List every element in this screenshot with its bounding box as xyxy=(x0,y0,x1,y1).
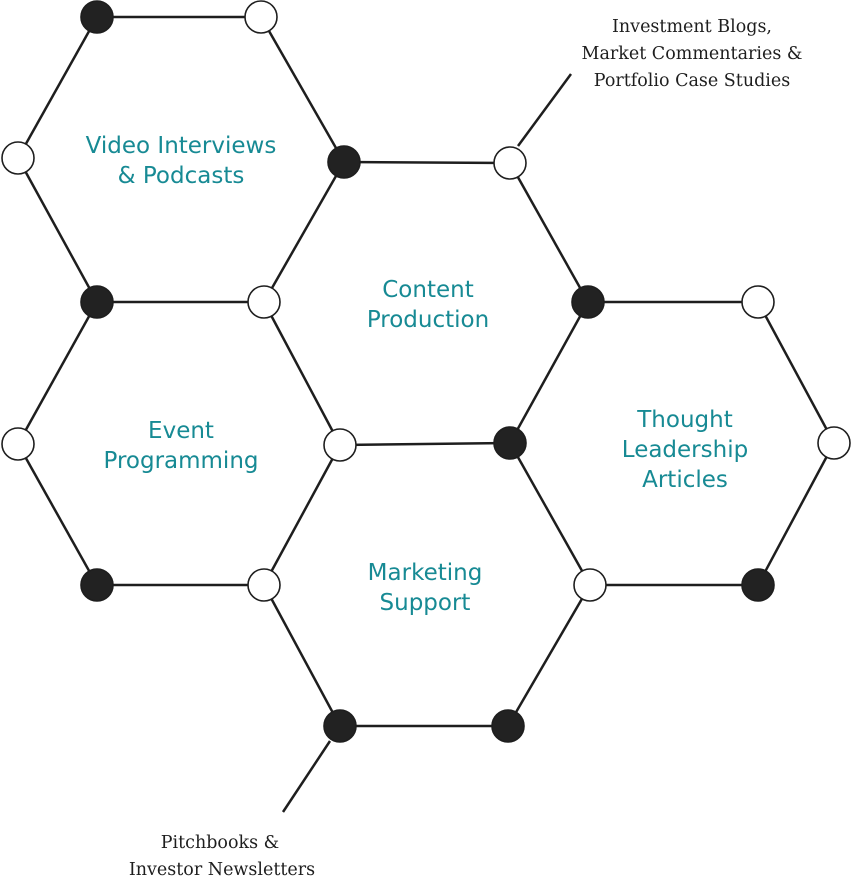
hex-edge xyxy=(756,301,836,444)
note-bottom-left: Pitchbooks & Investor Newsletters xyxy=(129,833,315,880)
hex-edge xyxy=(262,301,342,446)
hex-edge xyxy=(508,301,590,444)
hex-edge xyxy=(262,584,342,727)
open-node-circle xyxy=(741,285,775,319)
filled-node-dot xyxy=(80,568,114,602)
filled-node-dot xyxy=(80,0,114,34)
hex-thought-leadership: Thought Leadership Articles xyxy=(622,407,748,493)
hex-content-production: Content Production xyxy=(367,277,489,333)
hex-marketing-support: Marketing Support xyxy=(368,560,483,616)
hex-event-label-line-2: Programming xyxy=(103,448,258,474)
hex-edge xyxy=(16,157,99,303)
hex-content-label-line-1: Content xyxy=(382,277,473,303)
hex-edge xyxy=(262,161,346,303)
hex-edge xyxy=(508,162,590,303)
open-node-circle xyxy=(247,568,281,602)
filled-node-dot xyxy=(80,285,114,319)
hex-edge xyxy=(16,301,99,445)
note-bottom-left-line-1: Pitchbooks & xyxy=(161,833,279,853)
hex-edge xyxy=(339,441,511,447)
hex-edge xyxy=(16,443,99,586)
filled-node-dot xyxy=(323,709,357,743)
hex-nodes xyxy=(1,0,851,743)
hex-content-label-line-2: Production xyxy=(367,307,489,333)
hex-edge xyxy=(16,16,99,159)
hex-edges xyxy=(16,15,836,813)
hex-thought-label-line-1: Thought xyxy=(636,407,732,433)
note-top-right-line-3: Portfolio Case Studies xyxy=(594,71,790,91)
filled-node-dot xyxy=(327,145,361,179)
callout-leader-line xyxy=(516,73,573,147)
note-top-right: Investment Blogs, Market Commentaries & … xyxy=(582,17,803,91)
note-bottom-left-line-2: Investor Newsletters xyxy=(129,860,315,880)
hex-video-label-line-2: & Podcasts xyxy=(118,163,245,189)
open-node-circle xyxy=(323,428,357,462)
hex-edge xyxy=(343,160,511,165)
open-node-circle xyxy=(493,146,527,180)
hex-marketing-label-line-1: Marketing xyxy=(368,560,483,586)
filled-node-dot xyxy=(571,285,605,319)
hex-event-label-line-1: Event xyxy=(148,418,214,444)
filled-node-dot xyxy=(493,426,527,460)
hex-edge xyxy=(508,442,592,586)
filled-node-dot xyxy=(491,709,525,743)
open-node-circle xyxy=(247,285,281,319)
callout-leader-line xyxy=(281,740,332,813)
filled-node-dot xyxy=(741,568,775,602)
note-top-right-line-1: Investment Blogs, xyxy=(612,17,772,37)
hex-thought-label-line-2: Leadership xyxy=(622,437,748,463)
open-node-circle xyxy=(817,426,851,460)
hex-video-interviews: Video Interviews & Podcasts xyxy=(86,133,277,189)
open-node-circle xyxy=(1,141,35,175)
open-node-circle xyxy=(573,568,607,602)
hex-event-programming: Event Programming xyxy=(103,418,258,474)
hex-thought-label-line-3: Articles xyxy=(642,467,728,493)
hex-edge xyxy=(756,442,836,586)
hex-edge xyxy=(262,444,342,586)
hex-edge xyxy=(506,584,592,727)
open-node-circle xyxy=(244,0,278,34)
note-top-right-line-2: Market Commentaries & xyxy=(582,44,803,64)
hex-edge xyxy=(259,16,346,163)
hex-video-label-line-1: Video Interviews xyxy=(86,133,277,159)
hex-marketing-label-line-2: Support xyxy=(380,590,471,616)
open-node-circle xyxy=(1,427,35,461)
